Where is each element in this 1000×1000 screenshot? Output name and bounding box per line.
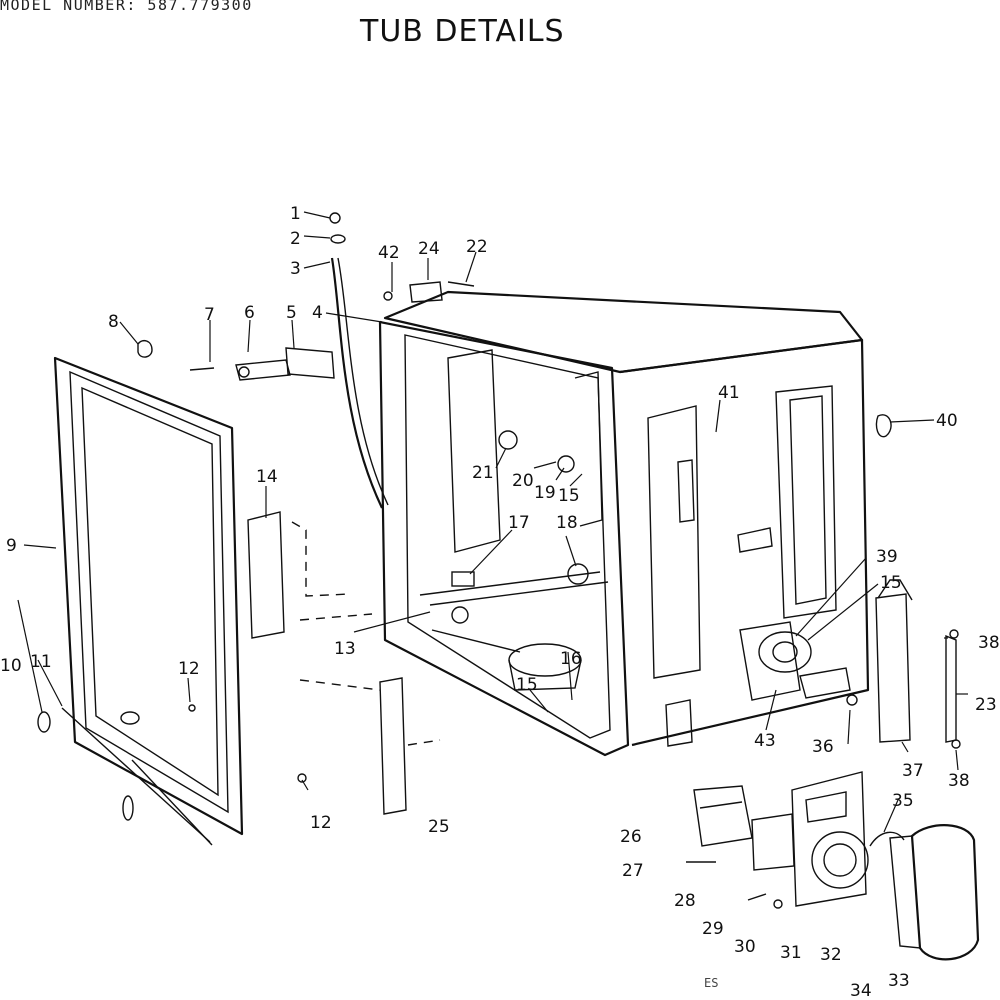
callout-20: 20: [512, 471, 534, 491]
callout-33: 33: [888, 971, 910, 991]
callout-10: 10: [0, 656, 22, 676]
callout-12-b: 12: [310, 813, 332, 833]
side-brackets: [37, 511, 441, 821]
callout-42: 42: [378, 243, 400, 263]
callout-15-c: 15: [516, 675, 538, 695]
callout-1: 1: [290, 204, 301, 224]
callout-28: 28: [674, 891, 696, 911]
diagram-title: TUB DETAILS: [360, 14, 565, 49]
callout-36: 36: [812, 737, 834, 757]
callout-13: 13: [334, 639, 356, 659]
callout-6: 6: [244, 303, 255, 323]
callout-21: 21: [472, 463, 494, 483]
callout-39: 39: [876, 547, 898, 567]
callout-31: 31: [780, 943, 802, 963]
callout-27: 27: [622, 861, 644, 881]
callout-26: 26: [620, 827, 642, 847]
callout-22: 22: [466, 237, 488, 257]
callout-11: 11: [30, 652, 52, 672]
callout-40: 40: [936, 411, 958, 431]
callout-23: 23: [975, 695, 997, 715]
footer-code: ES: [704, 976, 719, 990]
callout-8: 8: [108, 312, 119, 332]
callout-9: 9: [6, 536, 17, 556]
callout-labels: 1 2 3 4 5 6 7 8 9 10 11 12 12 13 14 15 1…: [0, 204, 1000, 1000]
callout-34: 34: [850, 981, 872, 1000]
callout-3: 3: [290, 259, 301, 279]
leader-lines: [17, 211, 968, 833]
callout-2: 2: [290, 229, 301, 249]
callout-15-b: 15: [880, 573, 902, 593]
callout-41: 41: [718, 383, 740, 403]
motor-assembly: [686, 771, 980, 961]
callout-5: 5: [286, 303, 297, 323]
callout-7: 7: [204, 305, 215, 325]
hinge-parts: [137, 212, 475, 509]
callout-12-a: 12: [178, 659, 200, 679]
callout-4: 4: [312, 303, 323, 323]
callout-18: 18: [556, 513, 578, 533]
callout-38-a: 38: [978, 633, 1000, 653]
callout-38-b: 38: [948, 771, 970, 791]
model-number-label: MODEL NUMBER: 587.779300: [0, 0, 253, 14]
callout-19: 19: [534, 483, 556, 503]
callout-29: 29: [702, 919, 724, 939]
callout-17: 17: [508, 513, 530, 533]
callout-25: 25: [428, 817, 450, 837]
door-panel: [53, 356, 244, 846]
callout-43: 43: [754, 731, 776, 751]
right-side-parts: [739, 414, 961, 749]
callout-32: 32: [820, 945, 842, 965]
callout-30: 30: [734, 937, 756, 957]
callout-35: 35: [892, 791, 914, 811]
callout-16: 16: [560, 649, 582, 669]
tub-body: [378, 290, 870, 757]
callout-14: 14: [256, 467, 278, 487]
callout-24: 24: [418, 239, 440, 259]
callout-37: 37: [902, 761, 924, 781]
callout-15-a: 15: [558, 486, 580, 506]
